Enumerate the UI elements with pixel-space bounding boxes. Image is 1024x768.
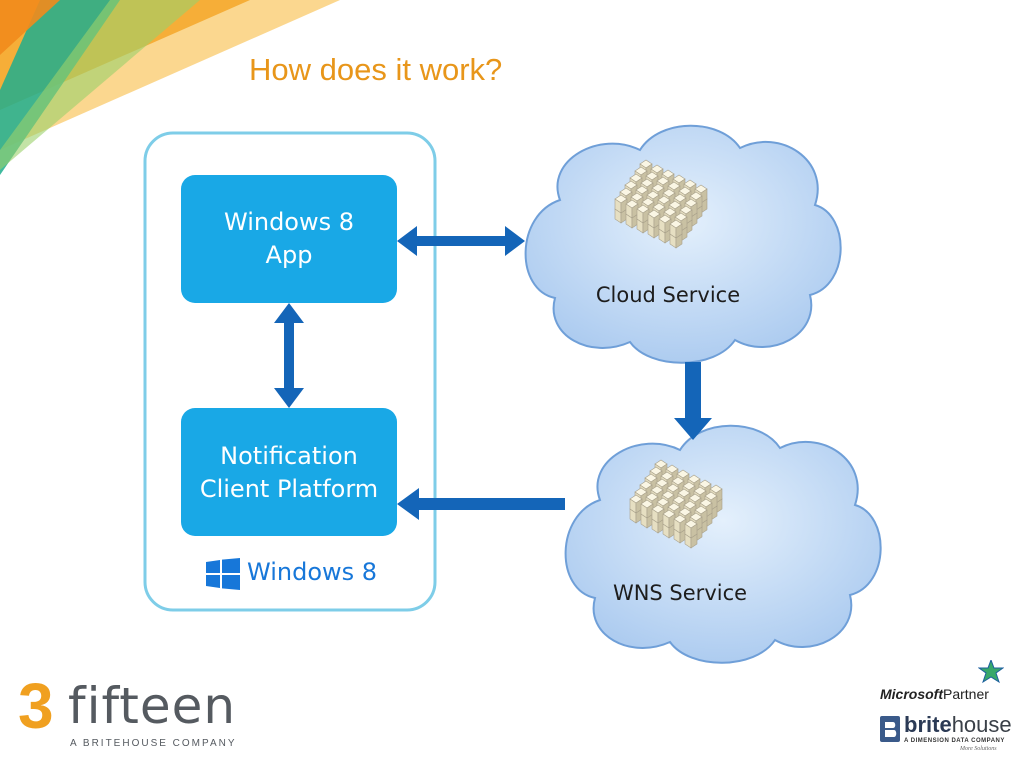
notification-client-label: Notification Client Platform <box>181 440 397 506</box>
notification-client-box <box>181 408 397 536</box>
arrow-app-client <box>274 303 304 408</box>
windows-app-box <box>181 175 397 303</box>
windows-logo-icon <box>206 558 240 590</box>
wns-service-cloud <box>564 424 882 664</box>
3fifteen-word: fifteen <box>68 677 237 735</box>
partner-word: Partner <box>943 686 989 702</box>
wns-service-label: WNS Service <box>612 581 748 605</box>
britehouse-mark-icon <box>880 716 900 742</box>
britehouse-house: house <box>951 712 1012 737</box>
windows-8-platform-label: Windows 8 <box>247 558 378 586</box>
windows-app-line1: Windows 8 <box>223 208 355 236</box>
britehouse-name: britehouse <box>904 712 1012 738</box>
corner-decoration <box>0 0 340 175</box>
microsoft-partner-star-icon <box>978 660 1004 684</box>
cloud-service-label: Cloud Service <box>595 283 741 307</box>
arrow-cloud-wns <box>674 362 712 440</box>
3fifteen-tagline: A BRITEHOUSE COMPANY <box>70 738 237 749</box>
3fifteen-digit: 3 <box>18 670 54 742</box>
microsoft-brand: Microsoft <box>880 686 943 702</box>
3fifteen-logo: 3 fifteen A BRITEHOUSE COMPANY <box>18 674 258 754</box>
page-title: How does it work? <box>249 52 503 87</box>
notification-client-line2: Client Platform <box>199 475 379 503</box>
cloud-service-cloud <box>524 124 842 364</box>
britehouse-brite: brite <box>904 712 952 737</box>
britehouse-tagline: A DIMENSION DATA COMPANY <box>904 738 1005 744</box>
notification-client-line1: Notification <box>220 442 358 470</box>
windows-app-label: Windows 8 App <box>181 206 397 272</box>
britehouse-slogan: More Solutions <box>960 746 997 752</box>
microsoft-partner-badge: MicrosoftPartner <box>880 686 989 702</box>
arrow-wns-client <box>397 488 565 520</box>
britehouse-logo: britehouse A DIMENSION DATA COMPANY More… <box>880 712 1012 762</box>
arrow-app-cloud <box>397 226 525 256</box>
windows-app-line2: App <box>265 241 313 269</box>
